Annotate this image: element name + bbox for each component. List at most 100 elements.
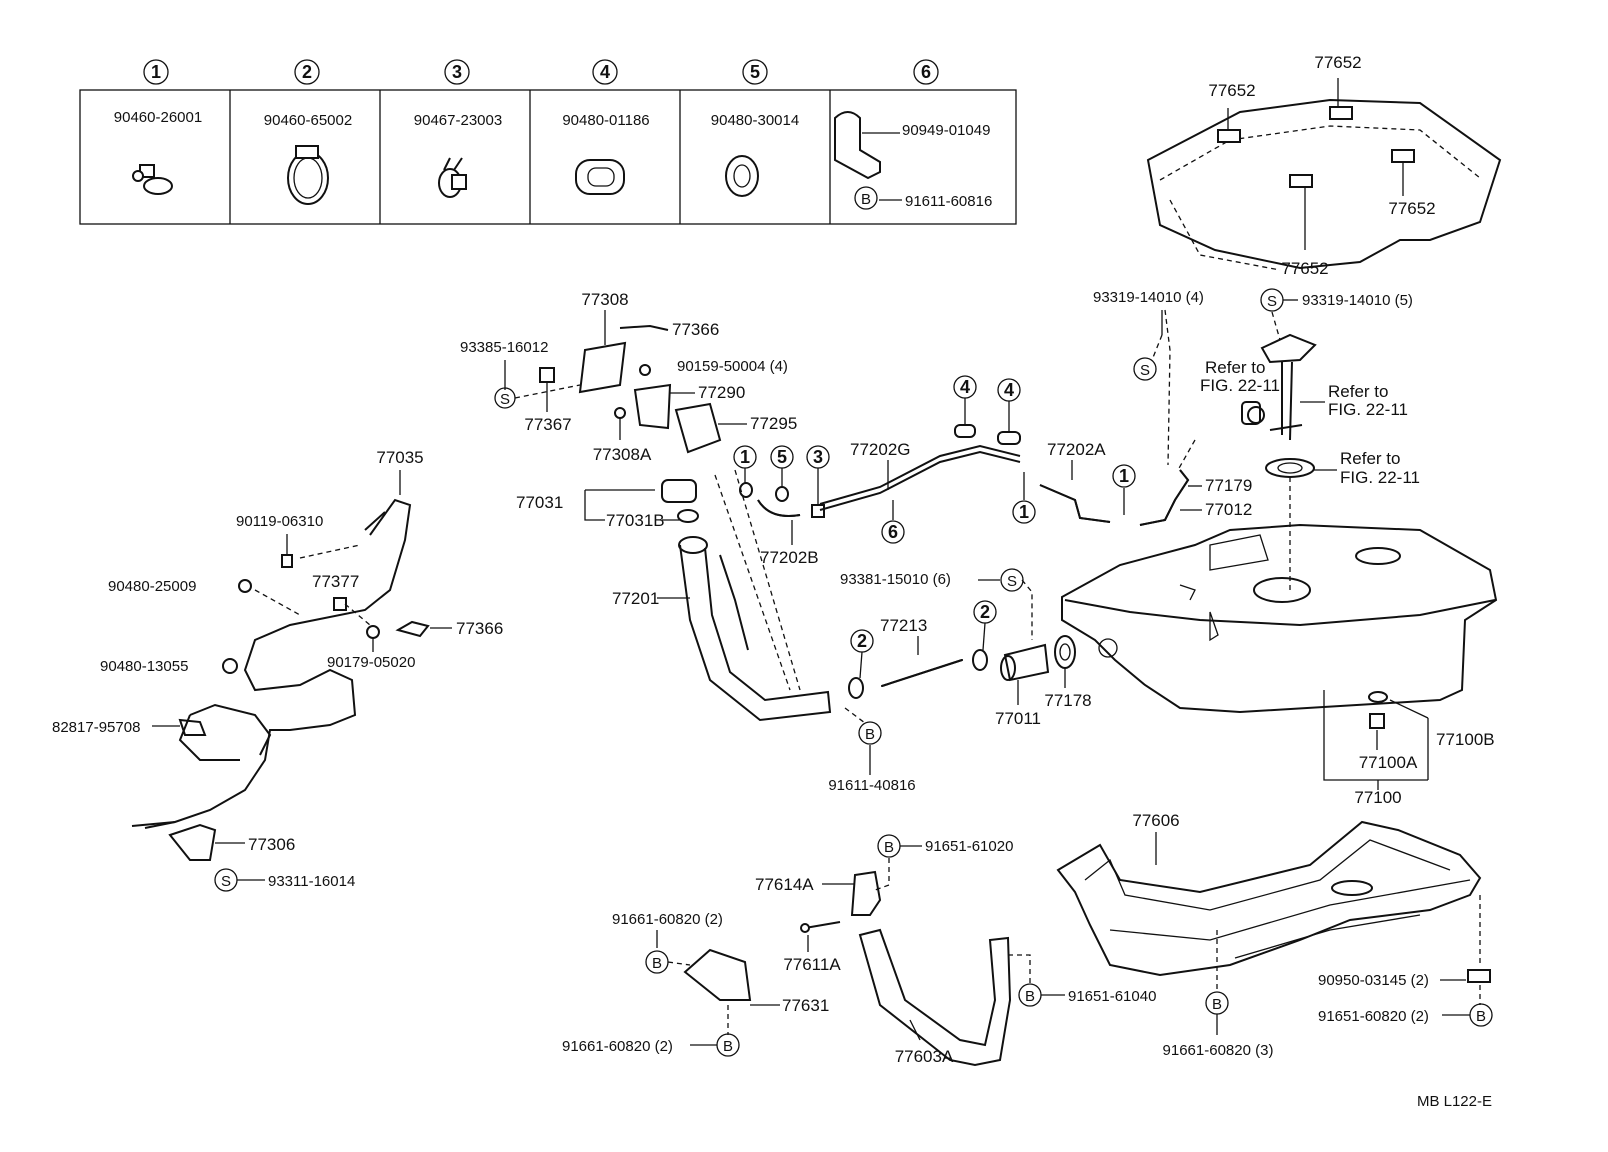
svg-text:B: B: [1025, 988, 1035, 1005]
svg-text:77366: 77366: [672, 320, 719, 339]
svg-text:77367: 77367: [524, 415, 571, 434]
svg-text:B: B: [1476, 1008, 1486, 1025]
bracket-icon: [683, 948, 752, 1001]
hoses-area: 1 5 3 4 4 6 1 1 2 2 77202B 77202G 77202A: [733, 375, 1136, 728]
svg-text:77031B: 77031B: [606, 511, 665, 530]
svg-text:91661-60820 (3): 91661-60820 (3): [1163, 1042, 1274, 1059]
cable-path: [144, 498, 412, 829]
svg-text:91661-60820 (2): 91661-60820 (2): [612, 911, 723, 928]
svg-text:77202G: 77202G: [850, 440, 911, 459]
svg-text:77631: 77631: [782, 996, 829, 1015]
marker-6: 6: [881, 520, 905, 544]
fuel-lid-cable: 77035 90119-06310 90480-25009 77377 9017…: [52, 448, 503, 892]
drain-plug-icon: [1369, 713, 1385, 729]
svg-text:77100B: 77100B: [1436, 730, 1495, 749]
svg-text:77178: 77178: [1044, 691, 1091, 710]
legend-number-5: 5: [742, 59, 768, 85]
svg-text:5: 5: [777, 447, 787, 467]
svg-text:77031: 77031: [516, 493, 563, 512]
svg-text:77306: 77306: [248, 835, 295, 854]
svg-text:90950-03145 (2): 90950-03145 (2): [1318, 972, 1429, 989]
refer-fig: FIG. 22-11: [1200, 376, 1280, 395]
band-clamp-icon: [287, 145, 329, 205]
svg-text:77202A: 77202A: [1047, 440, 1106, 459]
label-77652-d: 77652: [1281, 259, 1328, 278]
fuel-pump-icon: [1241, 401, 1261, 425]
svg-text:1: 1: [1119, 466, 1129, 486]
refer-fig: FIG. 22-11: [1340, 468, 1420, 487]
filler-gasket-icon: [674, 402, 722, 454]
legend-part-6: 90949-01049: [902, 122, 990, 139]
svg-text:3: 3: [452, 62, 462, 82]
protector-pad-icon: [1289, 174, 1313, 188]
legend-part-6b: 91611-60816: [905, 193, 992, 210]
svg-text:90119-06310: 90119-06310: [236, 513, 323, 530]
svg-text:S: S: [500, 391, 510, 408]
svg-text:77213: 77213: [880, 616, 927, 635]
marker-5: 5: [770, 445, 794, 469]
svg-text:77201: 77201: [612, 589, 659, 608]
refer-fig: FIG. 22-11: [1328, 400, 1408, 419]
fuel-tank-protector-view: 77652 77652 77652 77652: [1146, 53, 1502, 278]
refer-text: Refer to: [1205, 358, 1265, 377]
svg-text:1: 1: [740, 447, 750, 467]
svg-text:B: B: [652, 955, 662, 972]
fuel-lid-icon: [578, 341, 627, 394]
svg-text:91651-60820 (2): 91651-60820 (2): [1318, 1008, 1429, 1025]
plug-grommet-icon: [725, 155, 759, 197]
svg-text:90480-13055: 90480-13055: [100, 658, 188, 675]
svg-text:77366: 77366: [456, 619, 503, 638]
svg-text:S: S: [221, 873, 231, 890]
legend-part-1: 90460-26001: [114, 109, 202, 126]
svg-text:93381-15010 (6): 93381-15010 (6): [840, 571, 951, 588]
svg-text:77603A: 77603A: [895, 1047, 954, 1066]
svg-text:S: S: [1140, 362, 1150, 379]
svg-text:77100A: 77100A: [1359, 753, 1418, 772]
svg-text:4: 4: [960, 377, 970, 397]
svg-text:1: 1: [1019, 502, 1029, 522]
pump-area: 93319-14010 (4) S S 93319-14010 (5) Refe…: [1093, 288, 1420, 590]
marker-2b: 2: [973, 600, 997, 624]
svg-text:93311-16014: 93311-16014: [268, 873, 355, 890]
refer-text: Refer to: [1328, 382, 1388, 401]
marker-2a: 2: [850, 629, 874, 653]
grommet-icon: [575, 159, 625, 195]
svg-text:77290: 77290: [698, 383, 745, 402]
svg-text:S: S: [1007, 573, 1017, 590]
svg-text:77606: 77606: [1132, 811, 1179, 830]
svg-text:6: 6: [888, 522, 898, 542]
bracket-icon: [850, 870, 882, 916]
svg-text:77012: 77012: [1205, 500, 1252, 519]
protector-pad-icon: [1329, 106, 1353, 120]
legend-number-1: 1: [143, 59, 169, 85]
svg-text:B: B: [884, 839, 894, 856]
svg-text:2: 2: [302, 62, 312, 82]
legend-part-4: 90480-01186: [562, 112, 649, 129]
svg-text:93385-16012: 93385-16012: [460, 339, 548, 356]
sending-unit-icon: [1260, 333, 1317, 364]
marker-1c: 1: [1112, 464, 1136, 488]
svg-text:3: 3: [813, 447, 823, 467]
protector-pad-icon: [1217, 129, 1241, 143]
svg-text:77377: 77377: [312, 572, 359, 591]
svg-text:93319-14010 (4): 93319-14010 (4): [1093, 289, 1204, 306]
svg-text:4: 4: [600, 62, 610, 82]
marker-1b: 1: [1012, 500, 1036, 524]
svg-text:77202B: 77202B: [760, 548, 819, 567]
marker-1: 1: [733, 445, 757, 469]
label-77652-c: 77652: [1388, 199, 1435, 218]
release-lever-icon: [168, 823, 217, 861]
svg-text:90159-50004 (4): 90159-50004 (4): [677, 358, 788, 375]
svg-text:2: 2: [857, 631, 867, 651]
svg-text:4: 4: [1004, 380, 1014, 400]
svg-text:91611-40816: 91611-40816: [828, 777, 915, 794]
svg-text:77614A: 77614A: [755, 875, 814, 894]
svg-text:77308A: 77308A: [593, 445, 652, 464]
svg-text:93319-14010 (5): 93319-14010 (5): [1302, 292, 1413, 309]
legend-number-2: 2: [294, 59, 320, 85]
svg-text:77179: 77179: [1205, 476, 1252, 495]
label-77652-a: 77652: [1208, 81, 1255, 100]
svg-text:77308: 77308: [581, 290, 628, 309]
fuel-tank-icon: [1061, 523, 1498, 714]
